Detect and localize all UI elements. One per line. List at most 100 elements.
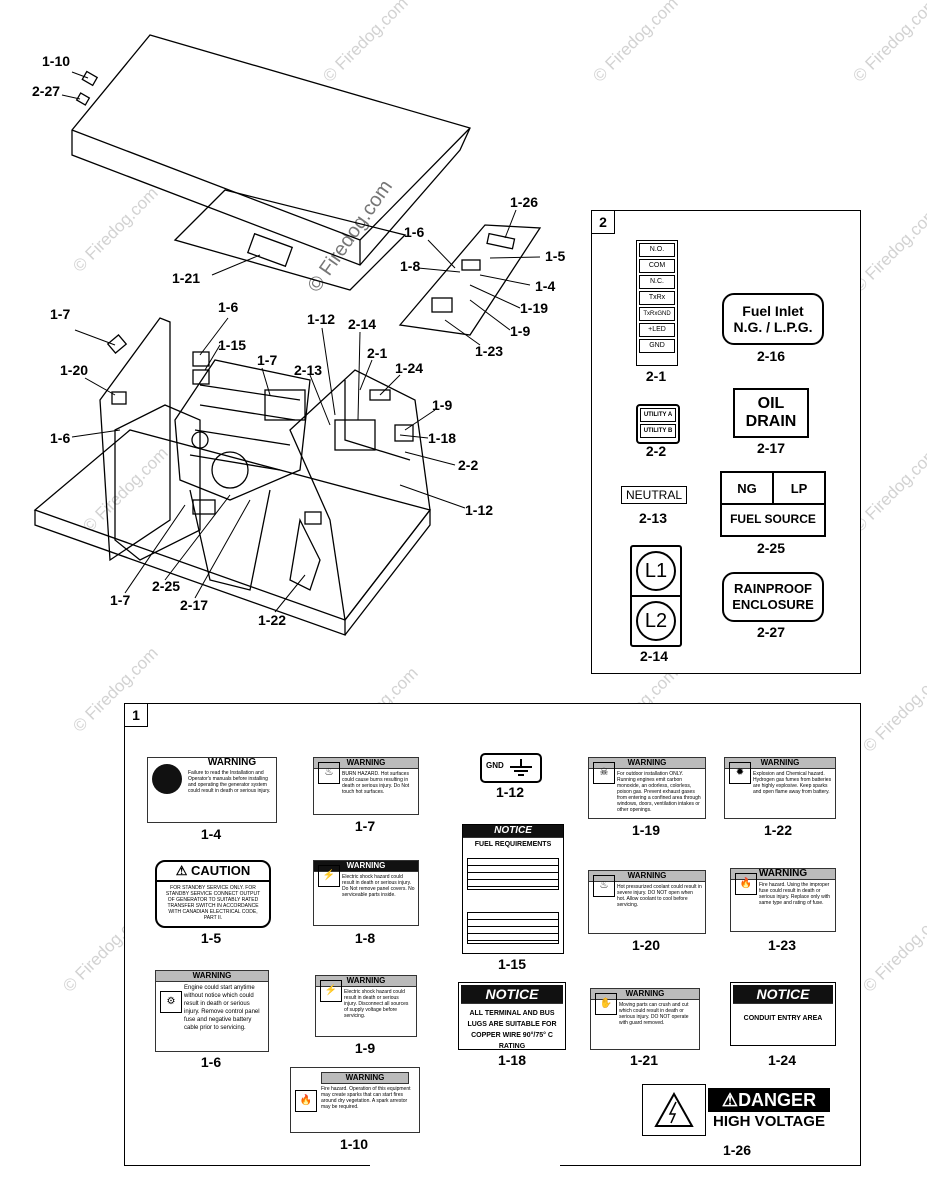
fuel-source-label: FUEL SOURCE (730, 512, 816, 526)
decal-caption: 2-2 (645, 443, 667, 459)
decal-1-8: WARNING ⚡ Electric shock hazard could re… (313, 860, 419, 926)
decal-caption: 1-12 (495, 784, 525, 800)
decal-text: BURN HAZARD. Hot surfaces could cause bu… (342, 771, 410, 795)
utility-decal: UTILITY A UTILITY B (636, 404, 680, 444)
decal-caption: 2-17 (756, 440, 786, 456)
warning-header: WARNING (314, 861, 418, 872)
decal-1-10: WARNING 🔥 Fire hazard. Operation of this… (290, 1067, 420, 1133)
decal-1-23: WARNING 🔥 Fire hazard. Using the imprope… (730, 868, 836, 932)
fuel-source-decal: NG LP FUEL SOURCE (720, 471, 826, 537)
callout: 1-15 (218, 337, 247, 353)
fuel-inlet-decal: Fuel Inlet N.G. / L.P.G. (722, 293, 824, 345)
callout: 2-25 (152, 578, 181, 594)
warning-header: WARNING (589, 758, 705, 769)
warning-header: WARNING (156, 971, 268, 982)
decal-text: Engine could start anytime without notic… (184, 985, 260, 1031)
callout: 1-18 (428, 430, 457, 446)
terminal-strip-decal: N.O. COM N.C. TxRx TxRxGND +LED GND (636, 240, 678, 366)
decal-caption: 1-8 (354, 930, 376, 946)
neutral-decal: NEUTRAL (621, 486, 687, 504)
decal-text: Fire hazard. Operation of this equipment… (321, 1086, 411, 1110)
fire-hazard-icon: 🔥 (735, 873, 757, 895)
decal-text: CONDUIT ENTRY AREA (743, 1015, 823, 1022)
burn-hazard-icon: ♨ (318, 762, 340, 784)
decal-1-6: WARNING ⚙ Engine could start anytime wit… (155, 970, 269, 1052)
oil-drain-line1: OIL (757, 395, 785, 412)
warning-header: WARNING (188, 758, 276, 768)
decal-1-21: WARNING ✋ Moving parts can crush and cut… (590, 988, 700, 1050)
decal-caption: 2-13 (638, 510, 668, 526)
watermark: © Firedog.com (859, 903, 927, 996)
auto-start-icon: ⚙ (160, 991, 182, 1013)
terminal-row: TxRxGND (639, 307, 675, 321)
control-panel-door (398, 224, 542, 336)
decal-caption: 2-27 (756, 624, 786, 640)
callout: 1-6 (50, 430, 71, 446)
callout: 2-2 (458, 457, 479, 473)
decal-1-26: ⚠ DANGER HIGH VOLTAGE (642, 1084, 832, 1136)
hot-coolant-icon: ♨ (593, 875, 615, 897)
warning-header: WARNING (731, 869, 835, 880)
warning-header: WARNING (591, 989, 699, 1000)
callout: 2-27 (32, 83, 61, 99)
callout: 1-8 (400, 258, 421, 274)
fuel-inlet-line1: Fuel Inlet (742, 303, 804, 319)
decal-caption: 2-16 (756, 348, 786, 364)
watermark: © Firedog.com (849, 0, 927, 86)
terminal-row: GND (639, 339, 675, 353)
neutral-label: NEUTRAL (625, 488, 682, 502)
decal-caption: 2-25 (756, 540, 786, 556)
roof-panel (71, 34, 471, 266)
decal-1-22: WARNING ✹ Explosion and Chemical hazard.… (724, 757, 836, 819)
decal-caption: 1-10 (339, 1136, 369, 1152)
high-voltage-icon (642, 1084, 706, 1136)
callout: 1-6 (218, 299, 239, 315)
decal-1-7: WARNING ♨ BURN HAZARD. Hot surfaces coul… (313, 757, 419, 815)
decal-caption: 1-21 (629, 1052, 659, 1068)
oil-drain-decal: OIL DRAIN (733, 388, 809, 438)
callout: 1-26 (510, 194, 539, 210)
notice-header: NOTICE (461, 985, 563, 1004)
explosion-hazard-icon: ✹ (729, 762, 751, 784)
decal-caption: 1-4 (200, 826, 222, 842)
decal-text: ALL TERMINAL AND BUS LUGS ARE SUITABLE F… (467, 1010, 557, 1050)
warning-header: WARNING (314, 758, 418, 769)
decal-caption: 2-14 (639, 648, 669, 664)
enclosure-side-panel (99, 317, 171, 562)
fuel-table-2 (467, 912, 559, 944)
callout: 1-12 (465, 502, 494, 518)
decal-text: FOR STANDBY SERVICE ONLY. FOR STANDBY SE… (165, 885, 261, 921)
decal-caption: 1-9 (354, 1040, 376, 1056)
terminal-row: N.C. (639, 275, 675, 289)
electrical-section (289, 369, 431, 622)
callout: 2-17 (180, 597, 209, 613)
decal-text: Moving parts can crush and cut which cou… (619, 1002, 689, 1026)
base-frame (33, 429, 432, 621)
decal-caption: 1-18 (497, 1052, 527, 1068)
decal-text: Electric shock hazard could result in de… (344, 989, 409, 1019)
decal-text: Explosion and Chemical hazard. Hydrogen … (753, 771, 832, 795)
callout: 1-24 (395, 360, 424, 376)
shock-hazard-icon: ⚡ (318, 865, 340, 887)
callout: 1-23 (475, 343, 504, 359)
decal-1-24: NOTICE CONDUIT ENTRY AREA (730, 982, 836, 1046)
terminal-row: TxRx (639, 291, 675, 305)
callout: 1-10 (42, 53, 71, 69)
decal-1-19: WARNING ☠ For outdoor installation ONLY.… (588, 757, 706, 819)
l1-l2-decal: L1 L2 (630, 545, 682, 647)
decal-caption: 1-7 (354, 818, 376, 834)
callout: 1-12 (307, 311, 336, 327)
danger-icon: ⚠ (721, 1089, 739, 1110)
danger-header: ⚠ DANGER (708, 1088, 830, 1112)
fuel-table-1 (467, 858, 559, 890)
fuel-requirements-title: FUEL REQUIREMENTS (474, 841, 552, 848)
l2-label: L2 (636, 601, 676, 641)
decal-caption: 1-20 (631, 937, 661, 953)
caution-icon: ⚠ (175, 863, 192, 878)
decal-caption: 2-1 (645, 368, 667, 384)
decal-caption: 1-6 (200, 1054, 222, 1070)
callout: 1-4 (535, 278, 556, 294)
callout: 1-21 (172, 270, 201, 286)
callout: 1-7 (50, 306, 71, 322)
fire-hazard-icon: 🔥 (295, 1090, 317, 1112)
